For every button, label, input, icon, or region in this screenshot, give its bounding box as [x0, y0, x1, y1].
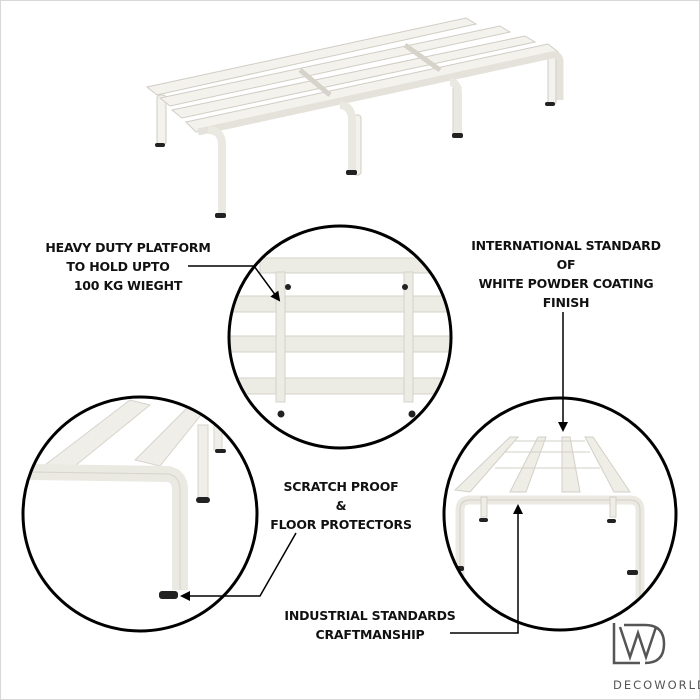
decoworld-logo-icon — [612, 623, 666, 665]
callout-platform: HEAVY DUTY PLATFORM TO HOLD UPTO 100 KG … — [45, 240, 211, 293]
craftsmanship-leader — [450, 504, 523, 634]
zoom-circle-leg — [21, 395, 259, 633]
protectors-leader — [180, 532, 297, 601]
main-rack-image — [145, 17, 564, 218]
platform-leader — [188, 265, 281, 302]
callout-protectors: SCRATCH PROOF & FLOOR PROTECTORS — [270, 479, 412, 532]
zoom-circle-side — [442, 396, 678, 632]
callout-craftsmanship: INDUSTRIAL STANDARDS CRAFTMANSHIP — [284, 608, 456, 642]
zoom-circle-slats — [227, 224, 453, 450]
callout-coating: INTERNATIONAL STANDARD OF WHITE POWDER C… — [471, 238, 661, 310]
brand-name: DECOWORLD — [613, 678, 700, 692]
